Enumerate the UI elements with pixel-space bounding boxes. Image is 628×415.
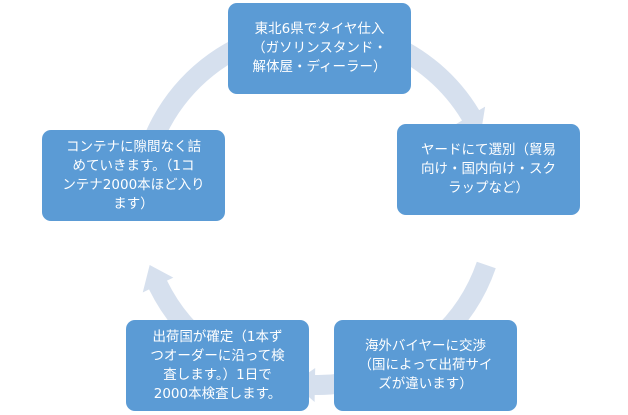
step-5-container-loading: コンテナに隙間なく詰 めていきます。（1コ ンテナ2000本ほど入り ます） xyxy=(42,130,225,221)
step-1-tire-purchase: 東北6県でタイヤ仕入 （ガソリンスタンド・ 解体屋・ディーラー） xyxy=(228,3,411,94)
step-3-buyer-negotiation: 海外バイヤーに交渉 （国によって出荷サイ ズが違います） xyxy=(334,320,517,411)
step-4-shipment-inspection: 出荷国が確定（1本ず つオーダーに沿って検 査します。）1日で 2000本検査し… xyxy=(126,320,309,411)
cycle-arrow-5-to-1 xyxy=(138,33,258,158)
step-2-yard-sorting: ヤードにて選別（貿易 向け・国内向け・スク ラップなど） xyxy=(397,124,580,215)
